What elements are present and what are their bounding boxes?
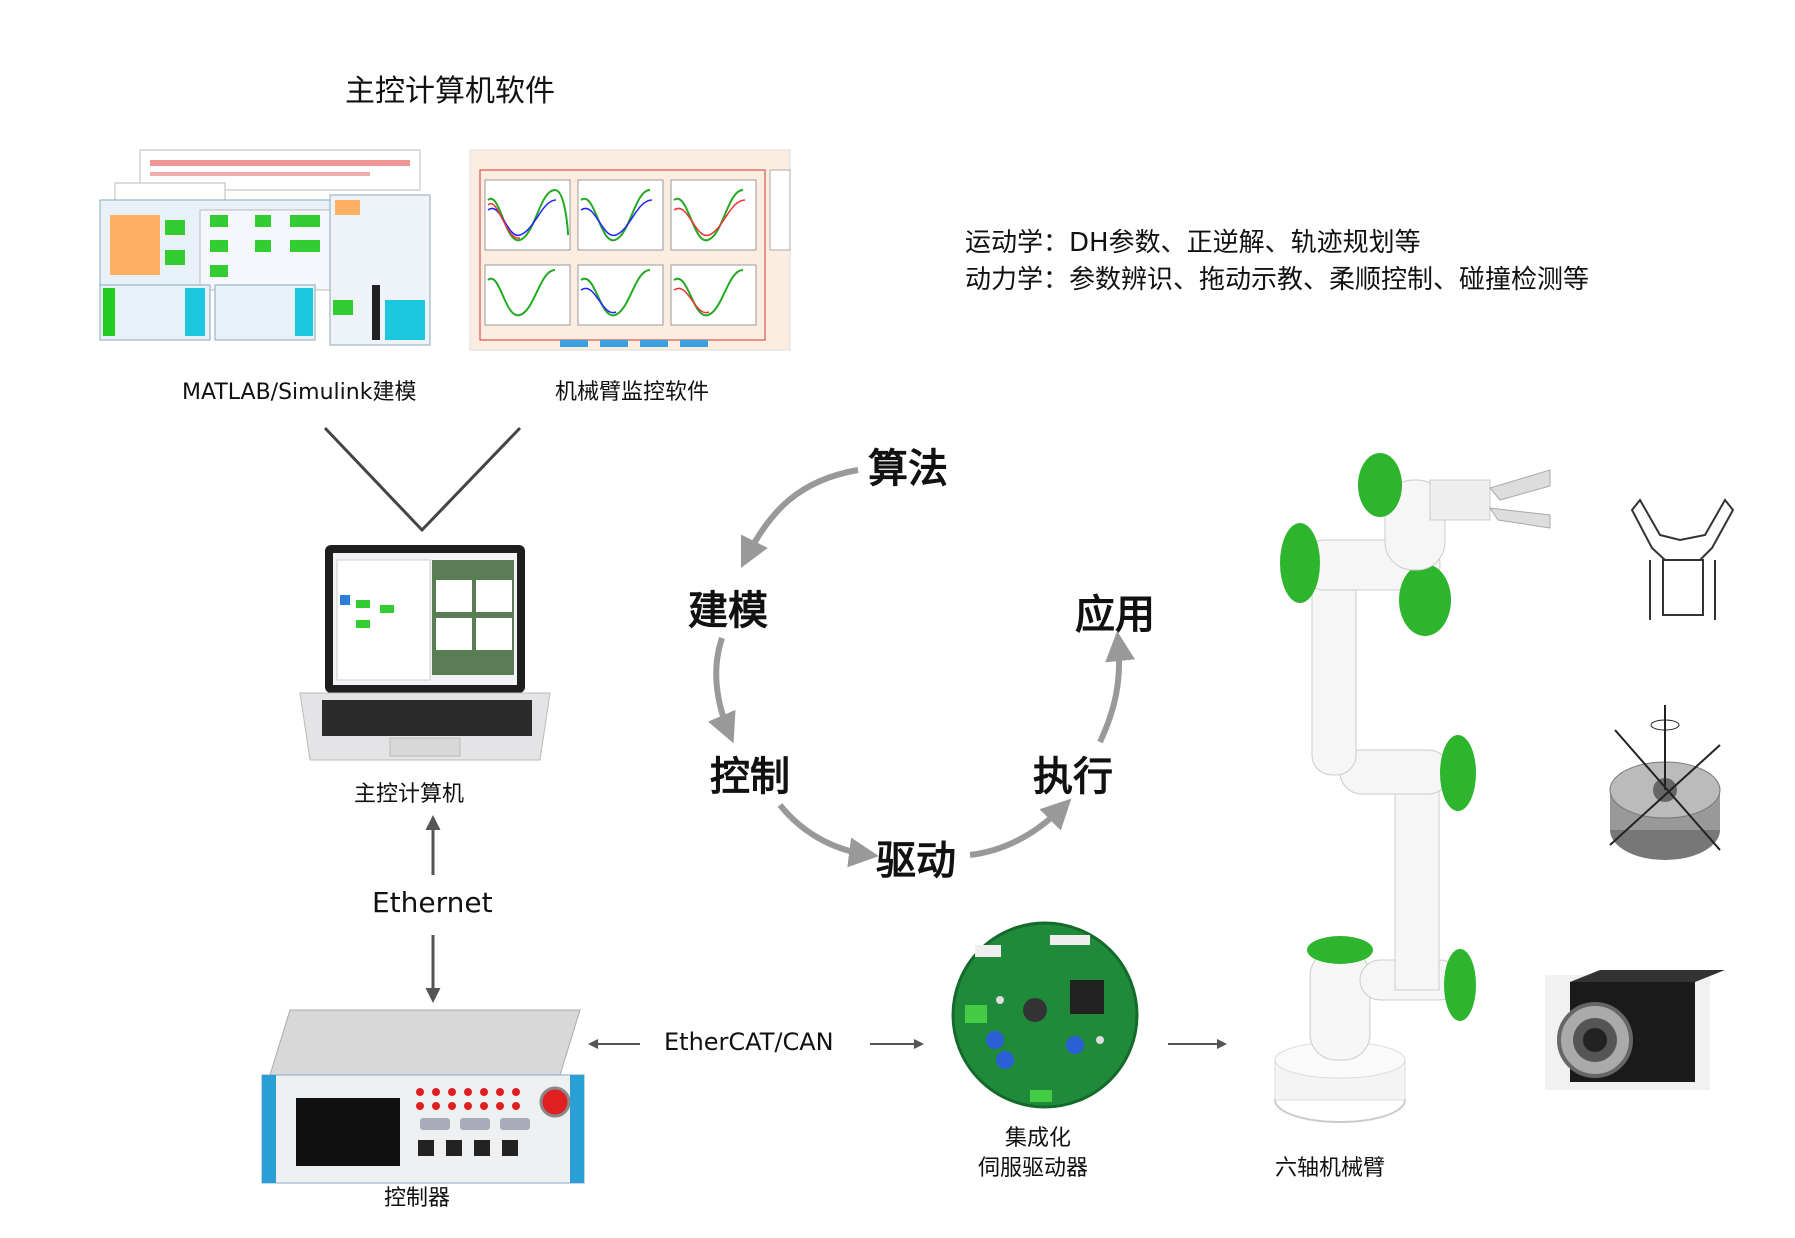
gripper-image <box>1630 498 1735 620</box>
controller-image <box>261 1009 585 1184</box>
cycle-node-modeling: 建模 <box>688 588 768 634</box>
matlab-label: MATLAB/Simulink建模 <box>182 380 417 405</box>
cycle-node-algorithm: 算法 <box>868 446 948 492</box>
monitor-software-label: 机械臂监控软件 <box>555 380 710 405</box>
robot-arm-label: 六轴机械臂 <box>1275 1156 1386 1181</box>
arrow-algorithm-to-modeling <box>740 467 859 569</box>
simulink-screenshot <box>99 149 431 346</box>
cycle-node-drive: 驱动 <box>876 838 956 884</box>
page-title: 主控计算机软件 <box>345 74 555 109</box>
cycle-node-execution: 执行 <box>1033 754 1113 800</box>
dynamics-text: 动力学：参数辨识、拖动示教、柔顺控制、碰撞检测等 <box>965 265 1590 295</box>
monitor-screenshot <box>469 149 791 351</box>
arrow-modeling-to-control <box>707 637 736 744</box>
controller-label: 控制器 <box>384 1186 451 1211</box>
camera-image <box>1545 970 1725 1090</box>
ethercat-label: EtherCAT/CAN <box>664 1028 834 1056</box>
servo-label-line2: 伺服驱动器 <box>978 1156 1089 1181</box>
force-sensor-image <box>1609 705 1721 860</box>
arrow-drive-to-execution <box>969 798 1072 858</box>
robot-arm-image <box>1274 453 1551 1123</box>
cycle-node-control: 控制 <box>710 754 790 800</box>
servo-label-line1: 集成化 <box>1005 1126 1072 1151</box>
cycle-node-application: 应用 <box>1075 592 1155 638</box>
laptop-image <box>299 545 551 761</box>
computer-label: 主控计算机 <box>354 782 465 807</box>
software-v-lines <box>323 426 522 533</box>
kinematics-text: 运动学：DH参数、正逆解、轨迹规划等 <box>965 228 1421 258</box>
ethernet-label: Ethernet <box>372 886 493 919</box>
servo-driver-image <box>951 921 1139 1109</box>
arrow-control-to-drive <box>777 803 879 868</box>
arrow-execution-to-application <box>1097 631 1136 744</box>
